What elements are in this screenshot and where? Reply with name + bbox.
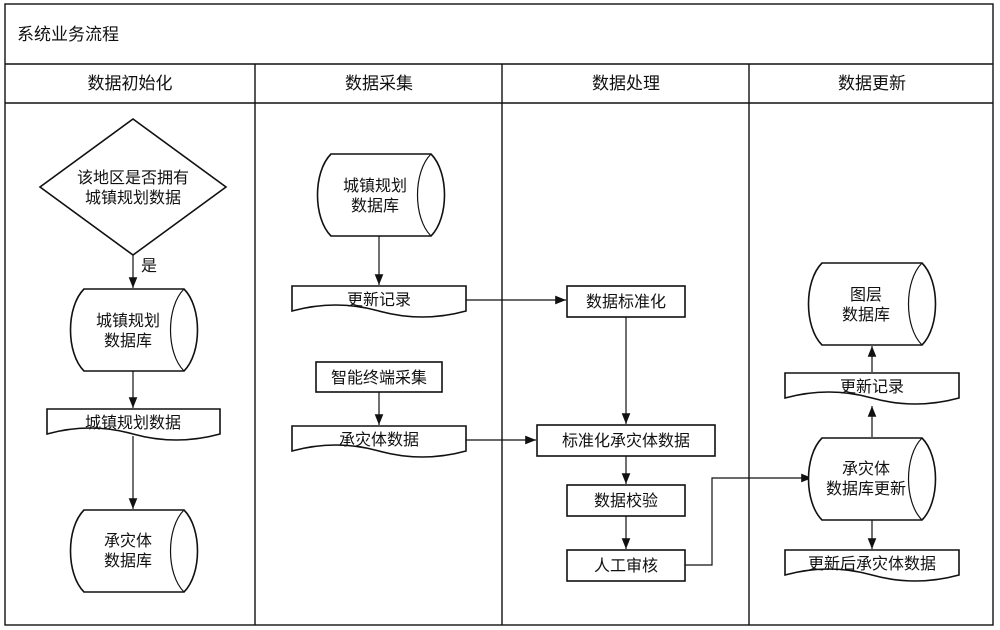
svg-text:数据库: 数据库 (104, 331, 152, 350)
lane-header-process: 数据处理 (592, 74, 660, 94)
db-planning-init: 城镇规划 数据库 (69, 288, 199, 372)
doc-update-record-update: 更新记录 (784, 372, 960, 405)
doc-updated-disaster-data: 更新后承灾体数据 (784, 549, 960, 582)
svg-text:城镇规划数据: 城镇规划数据 (85, 413, 181, 432)
proc-standardize: 数据标准化 (566, 285, 686, 318)
svg-text:城镇规划: 城镇规划 (96, 311, 160, 330)
db-planning-collect: 城镇规划 数据库 (316, 153, 446, 237)
svg-text:承灾体: 承灾体 (104, 531, 152, 550)
yes-label: 是 (141, 256, 157, 275)
svg-text:数据标准化: 数据标准化 (586, 292, 666, 311)
svg-text:承灾体: 承灾体 (842, 459, 890, 478)
svg-text:更新后承灾体数据: 更新后承灾体数据 (808, 554, 936, 573)
svg-text:数据库更新: 数据库更新 (826, 479, 906, 498)
svg-text:更新记录: 更新记录 (840, 377, 904, 396)
svg-text:该地区是否拥有: 该地区是否拥有 (77, 168, 189, 187)
svg-text:承灾体数据: 承灾体数据 (339, 430, 419, 449)
lane-header-update: 数据更新 (838, 74, 906, 94)
lane-header-init: 数据初始化 (88, 74, 173, 94)
svg-text:标准化承灾体数据: 标准化承灾体数据 (562, 431, 690, 450)
proc-verify: 数据校验 (566, 484, 686, 517)
db-layer: 图层 数据库 (807, 262, 937, 346)
doc-disaster-data: 承灾体数据 (291, 425, 467, 458)
arrow-review-to-update-db (685, 473, 812, 566)
lane-header-collect: 数据采集 (345, 74, 413, 94)
svg-text:城镇规划: 城镇规划 (343, 176, 407, 195)
doc-update-record-collect: 更新记录 (291, 285, 467, 318)
proc-std-disaster-data: 标准化承灾体数据 (536, 424, 716, 457)
svg-text:人工审核: 人工审核 (594, 556, 658, 575)
proc-terminal-collect: 智能终端采集 (315, 361, 443, 393)
svg-text:图层: 图层 (850, 285, 882, 304)
svg-text:数据库: 数据库 (842, 305, 890, 324)
svg-text:数据库: 数据库 (104, 551, 152, 570)
svg-text:更新记录: 更新记录 (347, 290, 411, 309)
db-disaster-update: 承灾体 数据库更新 (807, 437, 937, 521)
db-disaster-init: 承灾体 数据库 (69, 509, 199, 593)
diagram-title: 系统业务流程 (17, 25, 119, 45)
doc-planning-data: 城镇规划数据 (46, 408, 221, 441)
svg-text:城镇规划数据: 城镇规划数据 (85, 188, 181, 207)
proc-manual-review: 人工审核 (566, 549, 686, 582)
swimlane-frame (4, 3, 994, 626)
decision-has-planning-data: 该地区是否拥有 城镇规划数据 (38, 118, 228, 256)
svg-text:智能终端采集: 智能终端采集 (331, 368, 427, 387)
svg-text:数据校验: 数据校验 (594, 491, 658, 510)
svg-text:数据库: 数据库 (351, 196, 399, 215)
